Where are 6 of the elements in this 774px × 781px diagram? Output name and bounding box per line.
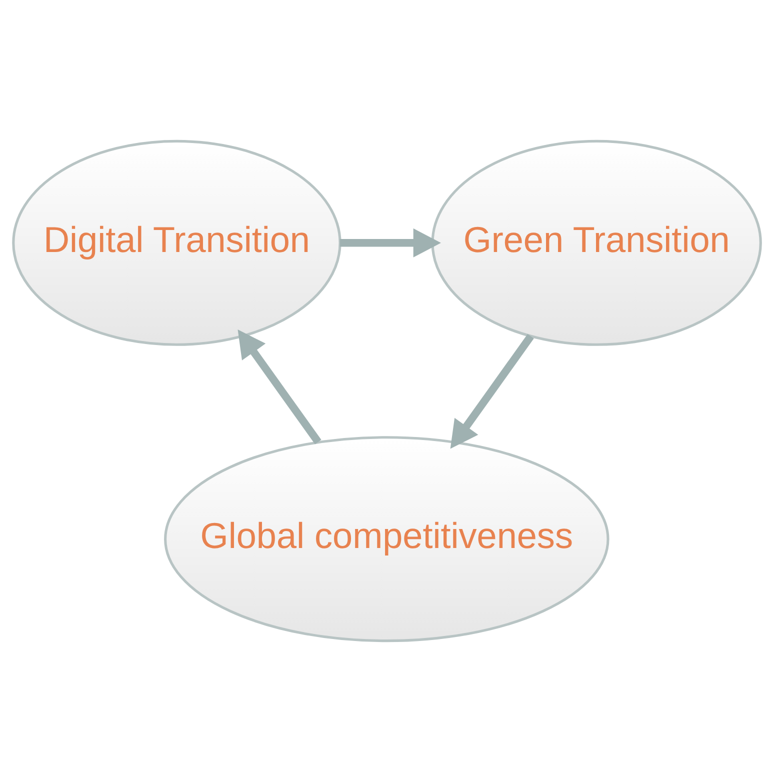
node-ellipse: Digital Transition — [12, 139, 342, 346]
node-ellipse: Global competitiveness — [164, 436, 610, 642]
arrow — [238, 329, 322, 444]
arrow — [340, 228, 441, 257]
node-ellipse: Green Transition — [431, 139, 762, 346]
arrow — [450, 334, 534, 448]
